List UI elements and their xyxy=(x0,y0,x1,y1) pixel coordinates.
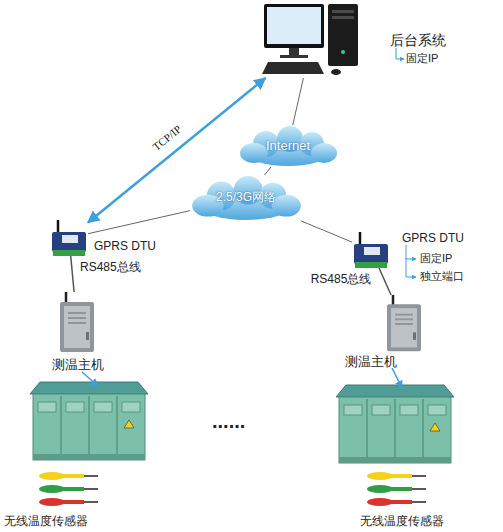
computer-part xyxy=(267,7,321,44)
connector-group xyxy=(71,78,391,295)
sensors-part xyxy=(390,487,412,491)
backend-computer: 后台系统 xyxy=(262,2,362,78)
computer-part xyxy=(289,48,299,56)
node-heading: 无线温度传感器 xyxy=(4,515,88,529)
cloud-label: Internet xyxy=(238,125,338,167)
pointer-arrow xyxy=(82,372,98,386)
node-heading: GPRS DTU xyxy=(94,240,156,254)
sensors-part xyxy=(84,488,98,490)
sensors-part xyxy=(62,500,84,504)
node-heading: GPRS DTU xyxy=(402,232,464,246)
dtu-icon xyxy=(352,232,390,268)
port-note: 独立端口 xyxy=(420,270,464,283)
host-part xyxy=(68,322,86,324)
host-part xyxy=(60,302,94,352)
host-part xyxy=(86,332,89,340)
cloud-part xyxy=(272,195,301,217)
pointer-arrow xyxy=(406,245,416,259)
pointer-arrow xyxy=(392,368,402,388)
sensors-part xyxy=(39,472,65,480)
sensors-part xyxy=(84,501,98,503)
host-part xyxy=(68,312,86,314)
connector-label: RS485总线 xyxy=(80,261,141,275)
dtu-device: GPRS DTU xyxy=(50,220,88,256)
transformer-box xyxy=(30,382,148,460)
sensors-part xyxy=(390,474,412,478)
connector xyxy=(293,78,304,125)
sensors-part xyxy=(84,475,98,477)
connector xyxy=(71,256,74,292)
ip-note: 固定IP xyxy=(406,52,438,65)
cloud-part xyxy=(311,143,337,163)
host-part xyxy=(391,308,417,347)
wireless-sensor: 无线温度传感器 xyxy=(366,468,426,512)
dtu-part xyxy=(364,247,380,255)
dtu-part xyxy=(354,244,388,264)
sensors-part xyxy=(367,485,393,493)
computer-part xyxy=(328,4,358,66)
sensors-part xyxy=(367,472,393,480)
dtu-part xyxy=(62,235,78,243)
sensors-part xyxy=(390,500,412,504)
host-part xyxy=(395,318,413,320)
connector-label: RS485总线 xyxy=(311,273,372,287)
ellipsis-mark: ...... xyxy=(212,410,245,433)
host-part xyxy=(413,332,416,339)
computer-part xyxy=(280,55,308,58)
temperature-host: 测温主机 xyxy=(56,292,98,354)
sensors-part xyxy=(367,498,393,506)
wireless-sensor: 无线温度传感器 xyxy=(38,468,98,512)
ip-note: 固定IP xyxy=(420,252,452,265)
cloud-label: 2.5/3G网络 xyxy=(190,175,302,221)
sensors-part xyxy=(39,485,65,493)
node-heading: 测温主机 xyxy=(52,358,104,373)
dtu-part xyxy=(359,232,362,246)
pointer-arrow xyxy=(396,48,404,59)
dtu-part xyxy=(53,250,85,256)
computer-part xyxy=(341,50,345,54)
transformer-box xyxy=(336,385,454,463)
dtu-icon xyxy=(50,220,88,256)
network-cloud: 2.5/3G网络 xyxy=(190,175,302,221)
connector xyxy=(265,167,271,175)
connector xyxy=(88,211,190,234)
sensors-part xyxy=(39,498,65,506)
dtu-part xyxy=(57,220,60,234)
host-part xyxy=(395,314,413,316)
sensors-part xyxy=(62,474,84,478)
computer-part xyxy=(264,4,324,48)
dtu-part xyxy=(52,232,86,252)
sensors-icon xyxy=(38,468,98,512)
computer-part xyxy=(332,10,354,13)
node-heading: 测温主机 xyxy=(345,355,397,370)
node-heading: 后台系统 xyxy=(390,32,446,48)
temperature-host: 测温主机 xyxy=(383,295,425,353)
host-icon xyxy=(56,292,98,354)
sensors-icon xyxy=(366,468,426,512)
computer-part xyxy=(331,69,341,75)
dtu-part xyxy=(355,262,387,268)
network-cloud: Internet xyxy=(238,125,338,167)
node-heading: 无线温度传感器 xyxy=(360,515,444,529)
host-part xyxy=(387,304,421,351)
sensors-part xyxy=(62,487,84,491)
host-part xyxy=(64,306,90,348)
sensors-part xyxy=(412,475,426,477)
connector xyxy=(379,268,391,295)
computer-part xyxy=(332,16,354,19)
dtu-device: GPRS DTU xyxy=(352,232,390,268)
host-part xyxy=(68,317,86,319)
sensors-part xyxy=(412,488,426,490)
cloud-part xyxy=(240,143,268,163)
computer-icon xyxy=(262,2,362,78)
pointer-arrow xyxy=(406,258,416,277)
connector xyxy=(301,221,352,242)
sensors-part xyxy=(412,501,426,503)
computer-part xyxy=(262,62,324,74)
host-icon xyxy=(383,295,425,353)
host-part xyxy=(395,323,413,325)
